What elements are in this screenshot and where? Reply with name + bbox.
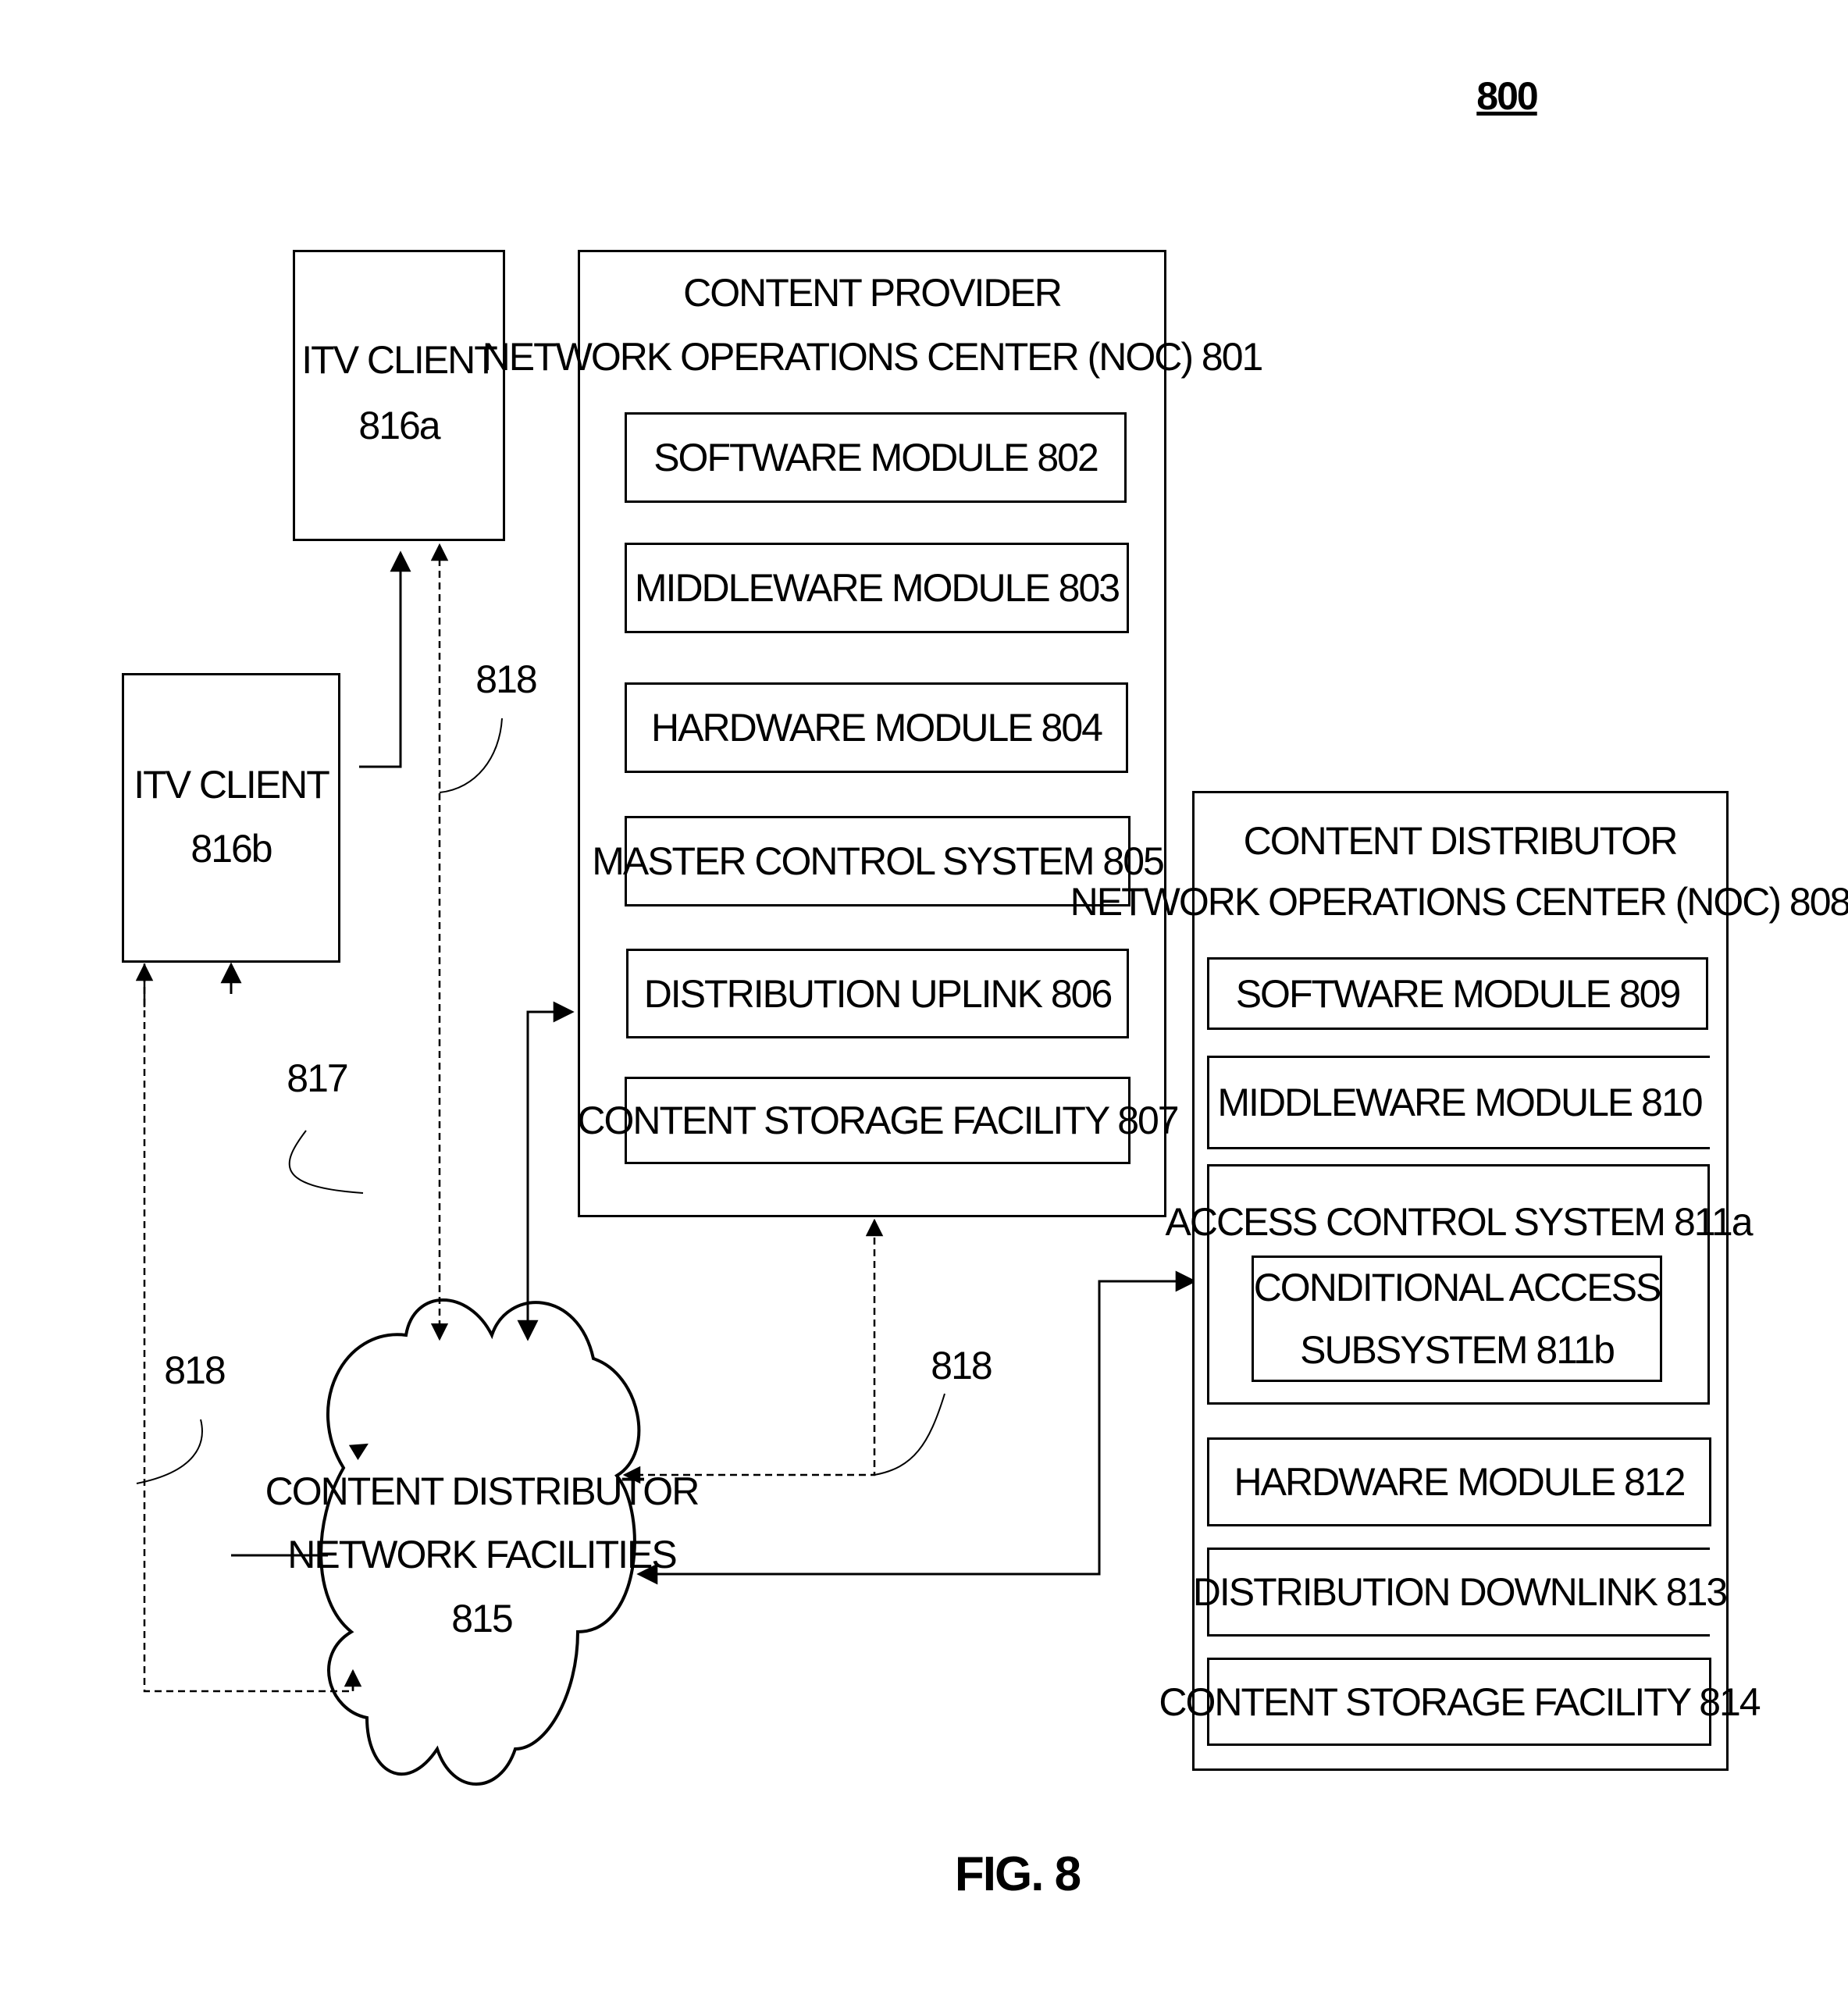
content-provider-title-line2: NETWORK OPERATIONS CENTER (NOC) 801 bbox=[482, 337, 1262, 376]
hardware-module-804: HARDWARE MODULE 804 bbox=[625, 682, 1128, 773]
content-provider-title-line1: CONTENT PROVIDER bbox=[683, 273, 1061, 312]
figure-number: 800 bbox=[1476, 77, 1536, 116]
itv-client-b-line1: ITV CLIENT bbox=[134, 765, 328, 804]
content-distributor-title-line1: CONTENT DISTRIBUTOR bbox=[1244, 821, 1677, 860]
cloud-label-line1: CONTENT DISTRIBUTOR bbox=[265, 1472, 699, 1511]
itv-client-b-line2: 816b bbox=[190, 829, 271, 868]
conditional-access-line2: SUBSYSTEM 811b bbox=[1300, 1330, 1614, 1369]
middleware-module-810: MIDDLEWARE MODULE 810 bbox=[1207, 1056, 1710, 1149]
ref-818-mid: 818 bbox=[931, 1346, 991, 1385]
ref-818-left: 818 bbox=[164, 1351, 224, 1390]
middleware-module-803: MIDDLEWARE MODULE 803 bbox=[625, 543, 1129, 633]
itv-client-a-line1: ITV CLIENT bbox=[301, 340, 496, 379]
ref-818-top: 818 bbox=[475, 660, 536, 699]
software-module-802: SOFTWARE MODULE 802 bbox=[625, 412, 1127, 503]
ref-817: 817 bbox=[287, 1059, 347, 1098]
content-distributor-title-line2: NETWORK OPERATIONS CENTER (NOC) 808 bbox=[1070, 882, 1848, 921]
content-storage-facility-814: CONTENT STORAGE FACILITY 814 bbox=[1207, 1658, 1711, 1746]
itv-client-816a bbox=[293, 250, 505, 541]
cloud-label-line3: 815 bbox=[451, 1599, 511, 1638]
distribution-uplink-806: DISTRIBUTION UPLINK 806 bbox=[626, 949, 1129, 1038]
conditional-access-line1: CONDITIONAL ACCESS bbox=[1254, 1268, 1661, 1307]
content-storage-facility-807: CONTENT STORAGE FACILITY 807 bbox=[625, 1077, 1131, 1164]
master-control-system-805: MASTER CONTROL SYSTEM 805 bbox=[625, 816, 1131, 906]
hardware-module-812: HARDWARE MODULE 812 bbox=[1207, 1437, 1711, 1526]
distribution-downlink-813: DISTRIBUTION DOWNLINK 813 bbox=[1207, 1548, 1710, 1637]
itv-client-816b bbox=[122, 673, 340, 963]
access-control-system-label: ACCESS CONTROL SYSTEM 811a bbox=[1165, 1202, 1751, 1241]
cloud-label-line2: NETWORK FACILITIES bbox=[287, 1535, 675, 1574]
software-module-809: SOFTWARE MODULE 809 bbox=[1207, 957, 1708, 1030]
figure-title: FIG. 8 bbox=[955, 1850, 1080, 1899]
itv-client-a-line2: 816a bbox=[358, 406, 439, 445]
